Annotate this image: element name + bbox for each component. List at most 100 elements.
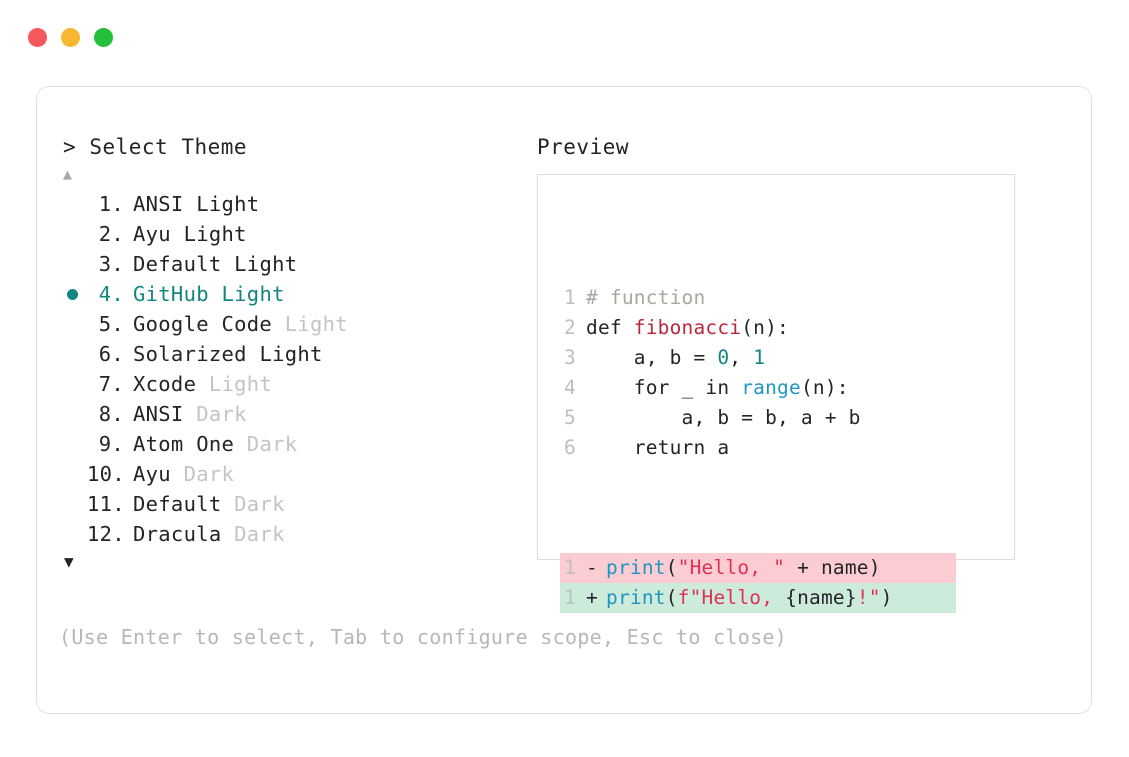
scroll-up-icon[interactable]: ▲ [63, 165, 73, 183]
selection-bullet-cell [57, 279, 87, 309]
theme-name: Ayu [133, 462, 171, 486]
line-number: 6 [564, 436, 576, 459]
code-token: def [586, 316, 634, 339]
scroll-down-icon[interactable]: ▼ [64, 552, 74, 571]
theme-variant-label: Light [284, 312, 348, 336]
close-window-button[interactable] [28, 28, 47, 47]
theme-name: Xcode [133, 372, 197, 396]
theme-list-item[interactable]: 9.Atom One Dark [57, 429, 517, 459]
keyboard-hint: (Use Enter to select, Tab to configure s… [59, 625, 788, 649]
code-token: print [606, 556, 666, 579]
code-line: 2 def fibonacci(n): [560, 313, 956, 343]
code-line-content: # function [586, 283, 705, 313]
selected-bullet-icon [66, 288, 78, 300]
theme-variant-label: Light [208, 372, 273, 396]
theme-index: 10. [87, 462, 125, 486]
theme-variant-label: Dark [183, 462, 235, 486]
theme-list-area: ▲ 1.ANSI Light 2. Ayu Light 3. Default Light… [57, 165, 517, 571]
code-token: return a [586, 436, 730, 459]
theme-index: 8. [98, 402, 124, 426]
theme-name: Ayu [133, 222, 171, 246]
theme-name: Default [133, 252, 222, 276]
theme-list-item[interactable]: 2.Ayu Light [57, 219, 517, 249]
code-token: # function [586, 286, 706, 309]
selection-bullet-cell [57, 339, 87, 369]
code-token: a, b = b, a + b [586, 406, 861, 429]
theme-list-item[interactable]: 3.Default Light [57, 249, 517, 279]
theme-index: 3. [98, 252, 124, 276]
theme-list-item[interactable]: 11.Default Dark [57, 489, 517, 519]
selection-bullet-cell [57, 309, 87, 339]
theme-name: Default [133, 492, 222, 516]
page-title: > Select Theme [63, 135, 247, 159]
diff-block: 1-print("Hello, " + name)1+print(f"Hello… [560, 553, 956, 613]
theme-list-item[interactable]: 10. Ayu Dark [57, 459, 517, 489]
theme-list-item[interactable]: 6. Solarized Light [57, 339, 517, 369]
selection-bullet-cell [57, 369, 87, 399]
code-token: ( [665, 556, 678, 579]
code-token: "Hello, " [677, 556, 786, 579]
theme-variant-label: Light [221, 282, 285, 306]
code-token: (n): [800, 376, 849, 399]
spacer [222, 249, 235, 279]
prompt-title-text: Select Theme [89, 135, 248, 159]
code-line-content: return a [586, 433, 729, 463]
theme-list-item[interactable]: 7. Xcode Light [57, 369, 517, 399]
theme-list-item[interactable]: 4.GitHub Light [57, 279, 517, 309]
code-line-content: def fibonacci(n): [586, 313, 789, 343]
line-number: 2 [564, 316, 576, 339]
code-token: print [606, 586, 666, 609]
minimize-window-button[interactable] [61, 28, 80, 47]
prompt-caret: > [63, 135, 77, 159]
diff-line-content: print("Hello, " + name) [606, 553, 881, 583]
spacer [234, 429, 247, 459]
spacer [171, 459, 184, 489]
diff-sign: + [586, 586, 598, 609]
theme-name: Atom One [133, 432, 235, 456]
spacer [209, 279, 222, 309]
theme-list-item[interactable]: 5.Google Code Light [57, 309, 517, 339]
code-token: a, b = [586, 346, 718, 369]
selection-bullet-cell [57, 219, 87, 249]
theme-index: 2. [98, 222, 124, 246]
line-number: 1 [564, 556, 576, 579]
spacer [184, 189, 197, 219]
theme-name: ANSI [133, 402, 184, 426]
theme-index: 9. [98, 432, 124, 456]
line-number: 4 [564, 376, 576, 399]
theme-name: Solarized [133, 342, 247, 366]
theme-list-item[interactable]: 8.ANSI Dark [57, 399, 517, 429]
maximize-window-button[interactable] [94, 28, 113, 47]
theme-index: 6. [98, 342, 124, 366]
code-token: ( [665, 586, 678, 609]
line-number: 1 [564, 286, 576, 309]
theme-index: 7. [98, 372, 124, 396]
diff-line-plus: 1+print(f"Hello, {name}!") [560, 583, 956, 613]
selection-bullet-cell [57, 249, 87, 279]
code-line-content: a, b = b, a + b [586, 403, 861, 433]
code-line-content: for _ in range(n): [586, 373, 849, 403]
code-token: f"Hello, [677, 586, 786, 609]
code-line-content: a, b = 0, 1 [586, 343, 765, 373]
code-line: 5 a, b = b, a + b [560, 403, 956, 433]
theme-variant-label: Dark [234, 522, 285, 546]
spacer [171, 219, 184, 249]
code-line: 4 for _ in range(n): [560, 373, 956, 403]
selection-bullet-cell [57, 489, 87, 519]
theme-name: Google Code [133, 312, 273, 336]
theme-list-item[interactable]: 12.Dracula Dark [57, 519, 517, 549]
code-line: 1 # function [560, 283, 956, 313]
theme-variant-label: Dark [234, 492, 285, 516]
spacer [196, 369, 209, 399]
theme-variant-label: Light [259, 342, 323, 366]
line-number: 5 [564, 406, 576, 429]
theme-name: Dracula [133, 522, 222, 546]
code-token: + name) [785, 556, 881, 579]
window-controls [28, 28, 113, 47]
theme-list-item[interactable]: 1.ANSI Light [57, 189, 517, 219]
theme-variant-label: Light [196, 192, 260, 216]
